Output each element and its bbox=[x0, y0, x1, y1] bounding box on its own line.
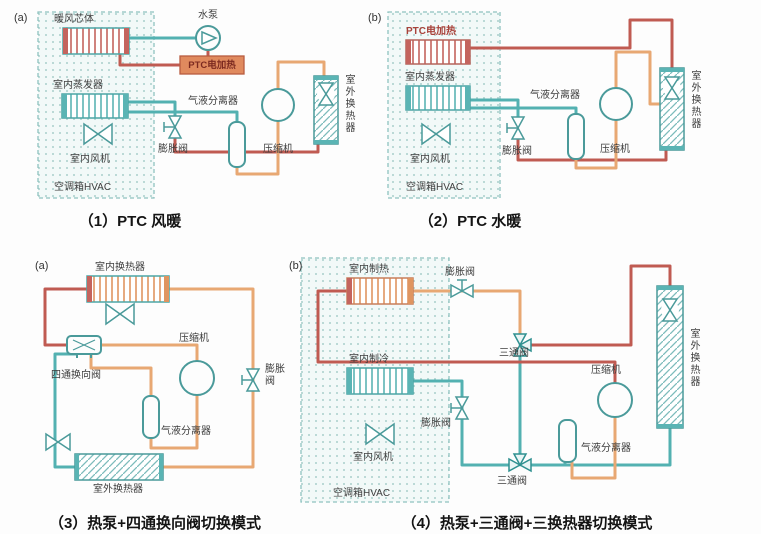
label-four-way-valve: 四通换向阀 bbox=[51, 370, 101, 381]
label-indoor-heating: 室内制热 bbox=[349, 264, 389, 275]
label-compressor: 压缩机 bbox=[263, 144, 293, 155]
indoor-cooling-core bbox=[346, 367, 414, 395]
label-hvac-box: 空调箱HVAC bbox=[333, 488, 391, 499]
label-ptc-heater: PTC电加热 bbox=[406, 26, 456, 37]
label-indoor-fan: 室内风机 bbox=[410, 154, 450, 165]
panel-tag: (a) bbox=[14, 12, 28, 24]
gas-liquid-separator bbox=[558, 419, 577, 463]
label-compressor: 压缩机 bbox=[591, 365, 621, 376]
pipes bbox=[470, 18, 674, 170]
label-outdoor-hx: 室外换热器 bbox=[689, 70, 700, 130]
panel-tag: (a) bbox=[35, 260, 49, 272]
caption-2: （2）PTC 水暖 bbox=[418, 213, 522, 230]
panel-ptc-air-heating: (a) 暖风芯体 水泵 PTC电加热 室内蒸发器 膨胀阀 气液分离器 压缩机 室… bbox=[8, 4, 360, 209]
expansion-valve-icon bbox=[241, 368, 261, 392]
ptc-heater-core bbox=[405, 39, 471, 65]
outdoor-fan-icon bbox=[317, 82, 335, 106]
evaporator bbox=[405, 85, 471, 111]
label-expansion-valve-top: 膨胀阀 bbox=[445, 267, 475, 278]
panel-tag: (b) bbox=[368, 12, 382, 24]
warm-air-core bbox=[62, 27, 130, 55]
label-indoor-fan: 室内风机 bbox=[70, 154, 110, 165]
three-way-valve-top-icon bbox=[512, 333, 532, 357]
outdoor-hx bbox=[313, 75, 339, 145]
label-evaporator: 室内蒸发器 bbox=[405, 72, 455, 83]
label-compressor: 压缩机 bbox=[179, 333, 209, 344]
three-way-valve-bottom-icon bbox=[508, 453, 532, 473]
label-expansion-valve: 膨胀阀 bbox=[158, 144, 188, 155]
label-three-way-valve-top: 三通阀 bbox=[499, 348, 529, 359]
label-warm-air-core: 暖风芯体 bbox=[54, 14, 94, 25]
label-expansion-valve: 膨胀阀 bbox=[502, 146, 532, 157]
gas-liquid-separator bbox=[142, 395, 160, 439]
label-ptc-heater: PTC电加热 bbox=[188, 60, 236, 71]
indoor-heating-core bbox=[346, 277, 414, 305]
compressor-icon bbox=[597, 382, 633, 418]
label-three-way-valve-bottom: 三通阀 bbox=[497, 476, 527, 487]
outdoor-fan-icon bbox=[45, 432, 71, 452]
indoor-fan-icon bbox=[365, 422, 395, 446]
panel-ptc-water-heating: (b) PTC电加热 室内蒸发器 室内风机 空调箱HVAC 气液分离器 膨胀阀 … bbox=[362, 4, 757, 209]
pipes bbox=[316, 264, 672, 480]
evaporator bbox=[61, 93, 129, 119]
caption-3: （3）热泵+四通换向阀切换模式 bbox=[48, 515, 262, 532]
label-indoor-fan: 室内风机 bbox=[353, 452, 393, 463]
label-expansion-valve: 膨胀阀 bbox=[265, 364, 285, 387]
expansion-valve-icon bbox=[506, 116, 526, 140]
outdoor-hx bbox=[659, 67, 685, 151]
label-hvac-box: 空调箱HVAC bbox=[54, 182, 112, 193]
gas-liquid-separator bbox=[567, 113, 585, 160]
label-gas-liquid-separator: 气液分离器 bbox=[161, 426, 211, 437]
label-outdoor-hx: 室外换热器 bbox=[343, 74, 354, 134]
label-outdoor-hx: 室外换热器 bbox=[93, 484, 143, 495]
label-gas-liquid-separator: 气液分离器 bbox=[581, 443, 631, 454]
compressor-icon bbox=[179, 360, 215, 396]
expansion-valve-icon bbox=[163, 115, 183, 139]
pipes bbox=[43, 287, 255, 469]
ptc-heater-box bbox=[179, 55, 245, 75]
four-way-valve-icon bbox=[66, 335, 102, 358]
label-evaporator: 室内蒸发器 bbox=[53, 80, 103, 91]
label-compressor: 压缩机 bbox=[600, 144, 630, 155]
outdoor-hx bbox=[656, 285, 684, 429]
label-water-pump: 水泵 bbox=[198, 10, 218, 21]
expansion-valve-top-icon bbox=[450, 279, 474, 299]
expansion-valve-bottom-icon bbox=[450, 396, 470, 420]
indoor-hx bbox=[86, 275, 170, 303]
water-pump-icon bbox=[195, 25, 221, 51]
label-gas-liquid-separator: 气液分离器 bbox=[530, 90, 580, 101]
indoor-fan-icon bbox=[421, 122, 451, 146]
label-indoor-hx: 室内换热器 bbox=[95, 262, 145, 273]
panel-heat-pump-three-way-valves: (b) 室内制热 膨胀阀 室内制冷 膨胀阀 室内风机 空调箱HVAC 三通阀 三… bbox=[285, 250, 761, 512]
label-hvac-box: 空调箱HVAC bbox=[406, 182, 464, 193]
label-outdoor-hx: 室外换热器 bbox=[688, 328, 699, 388]
compressor-icon bbox=[599, 87, 633, 121]
gas-liquid-separator bbox=[228, 121, 246, 168]
indoor-fan-icon bbox=[83, 122, 113, 146]
caption-1: （1）PTC 风暖 bbox=[78, 213, 182, 230]
label-indoor-cooling: 室内制冷 bbox=[349, 354, 389, 365]
caption-4: （4）热泵+三通阀+三换热器切换模式 bbox=[401, 515, 653, 532]
indoor-fan-icon bbox=[105, 302, 135, 326]
panel-heat-pump-four-way-valve: (a) 室内换热器 四通换向阀 压缩机 膨胀阀 气液分离器 室外换热器 bbox=[25, 250, 285, 512]
panel-tag: (b) bbox=[289, 260, 303, 272]
outdoor-hx bbox=[74, 453, 164, 481]
label-gas-liquid-separator: 气液分离器 bbox=[188, 96, 238, 107]
label-expansion-valve-bottom: 膨胀阀 bbox=[421, 418, 451, 429]
outdoor-fan-icon bbox=[661, 298, 679, 322]
compressor-icon bbox=[261, 88, 295, 122]
outdoor-fan-icon bbox=[663, 76, 681, 100]
